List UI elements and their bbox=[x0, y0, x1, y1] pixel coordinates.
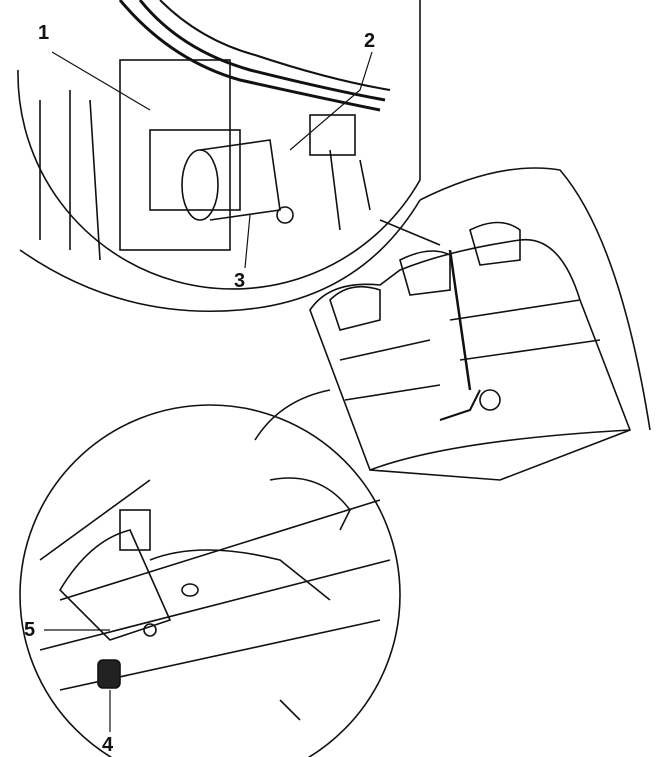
callout-3: 3 bbox=[234, 270, 246, 292]
rear-seat bbox=[309, 167, 651, 481]
anchor-bolt bbox=[97, 659, 121, 689]
top-view-leader bbox=[379, 219, 441, 246]
connector bbox=[309, 114, 356, 156]
callout-5: 5 bbox=[24, 619, 36, 641]
lower-detail-view bbox=[19, 404, 401, 757]
bottom-view-leader bbox=[254, 389, 331, 441]
b-pillar-panel bbox=[119, 59, 231, 251]
callout-1: 1 bbox=[38, 22, 50, 44]
callout-4: 4 bbox=[102, 734, 114, 756]
belt-anchor-bracket bbox=[58, 529, 172, 641]
callout-2: 2 bbox=[364, 30, 376, 52]
upper-detail-view bbox=[17, 0, 421, 313]
callout-leaders bbox=[44, 51, 373, 732]
